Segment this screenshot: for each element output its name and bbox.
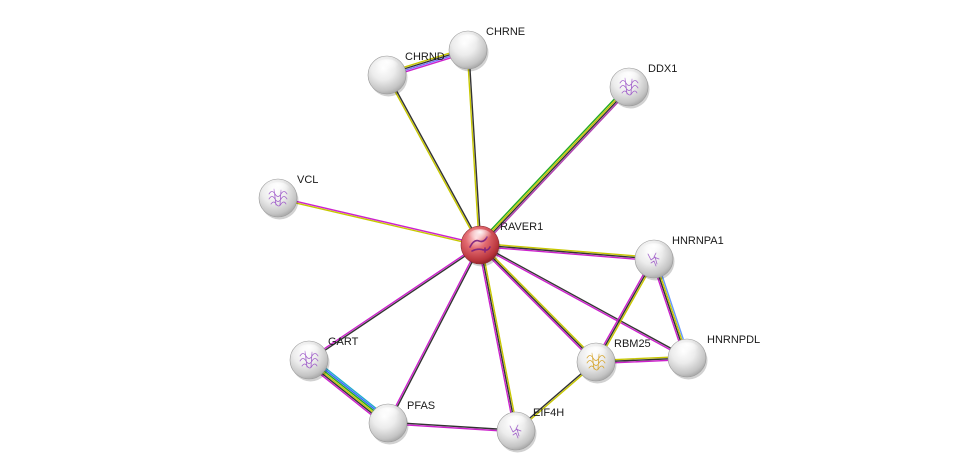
edge-evidence-line <box>479 244 517 432</box>
node-rbm25[interactable]: RBM25 <box>576 338 651 384</box>
edge-evidence-line <box>480 243 519 432</box>
bubble-highlight <box>297 344 321 359</box>
edge-evidence-line <box>595 258 655 363</box>
node-label-ddx1: DDX1 <box>648 63 677 75</box>
bubble-highlight <box>675 342 699 357</box>
edge-evidence-line <box>479 244 655 260</box>
edge-evidence-line <box>468 49 482 246</box>
node-label-vcl: VCL <box>297 174 318 186</box>
edge-evidence-line <box>480 243 598 362</box>
edge-evidence-line <box>387 423 517 433</box>
edge-pfas-eif4h[interactable] <box>387 421 517 433</box>
edge-evidence-line <box>307 243 481 361</box>
edge-raver1-pfas[interactable] <box>386 243 482 425</box>
edge-evidence-line <box>481 87 632 248</box>
edge-evidence-line <box>593 257 654 362</box>
edge-evidence-line <box>277 196 481 245</box>
edge-evidence-line <box>385 74 480 247</box>
node-label-chrne: CHRNE <box>486 26 525 38</box>
bubble-highlight <box>617 71 641 86</box>
edge-evidence-line <box>387 73 482 246</box>
edge-evidence-line <box>477 244 516 433</box>
edge-raver1-rbm25[interactable] <box>478 243 598 364</box>
edge-evidence-line <box>387 421 517 431</box>
edge-raver1-chrnd[interactable] <box>385 73 482 247</box>
edge-evidence-line <box>478 245 688 360</box>
bubble-highlight <box>504 415 528 430</box>
node-pfas[interactable]: PFAS <box>368 400 435 445</box>
edge-evidence-line <box>479 243 689 358</box>
edge-raver1-hnrnpa1[interactable] <box>479 242 655 262</box>
edge-raver1-vcl[interactable] <box>277 196 481 247</box>
edge-raver1-chrne[interactable] <box>466 49 482 246</box>
edge-evidence-line <box>478 245 596 364</box>
bubble-highlight <box>456 34 480 49</box>
edge-evidence-line <box>277 198 481 247</box>
node-hnrnpa1[interactable]: HNRNPA1 <box>634 235 724 281</box>
edge-evidence-line <box>596 259 657 364</box>
bubble-highlight <box>376 407 400 422</box>
edge-evidence-line <box>386 243 480 424</box>
node-label-raver1: RAVER1 <box>500 221 543 233</box>
node-label-eif4h: EIF4H <box>533 407 564 419</box>
edge-raver1-ddx1[interactable] <box>477 84 632 248</box>
node-label-chrnd: CHRND <box>405 51 445 63</box>
edge-evidence-line <box>466 49 480 246</box>
node-label-pfas: PFAS <box>407 400 435 412</box>
edge-raver1-eif4h[interactable] <box>477 243 519 433</box>
edge-evidence-line <box>478 85 630 246</box>
node-label-rbm25: RBM25 <box>614 338 651 350</box>
node-chrnd[interactable]: CHRND <box>367 51 445 97</box>
bubble-highlight <box>642 243 666 258</box>
node-gart[interactable]: GART <box>289 336 359 382</box>
edge-evidence-line <box>479 244 597 363</box>
node-label-gart: GART <box>328 336 359 348</box>
edge-raver1-gart[interactable] <box>307 243 482 362</box>
edge-evidence-line <box>388 244 482 425</box>
node-raver1[interactable]: RAVER1 <box>460 221 543 267</box>
node-label-hnrnpdl: HNRNPDL <box>707 334 760 346</box>
bubble-highlight <box>375 59 399 74</box>
node-ddx1[interactable]: DDX1 <box>609 63 677 109</box>
node-eif4h[interactable]: EIF4H <box>496 407 564 453</box>
bubble-highlight <box>584 346 608 361</box>
node-label-hnrnpa1: HNRNPA1 <box>672 235 724 247</box>
node-chrne[interactable]: CHRNE <box>448 26 525 72</box>
edge-evidence-line <box>479 242 655 259</box>
edge-evidence-line <box>479 86 631 247</box>
edge-evidence-line <box>479 245 655 262</box>
node-vcl[interactable]: VCL <box>258 174 318 220</box>
node-hnrnpdl[interactable]: HNRNPDL <box>667 334 760 380</box>
edge-evidence-line <box>308 244 482 362</box>
bubble-highlight <box>266 182 290 197</box>
edge-raver1-hnrnpdl[interactable] <box>478 243 689 360</box>
edge-hnrnpa1-rbm25[interactable] <box>593 257 657 364</box>
edge-evidence-line <box>477 84 628 245</box>
bubble-highlight <box>468 229 492 244</box>
